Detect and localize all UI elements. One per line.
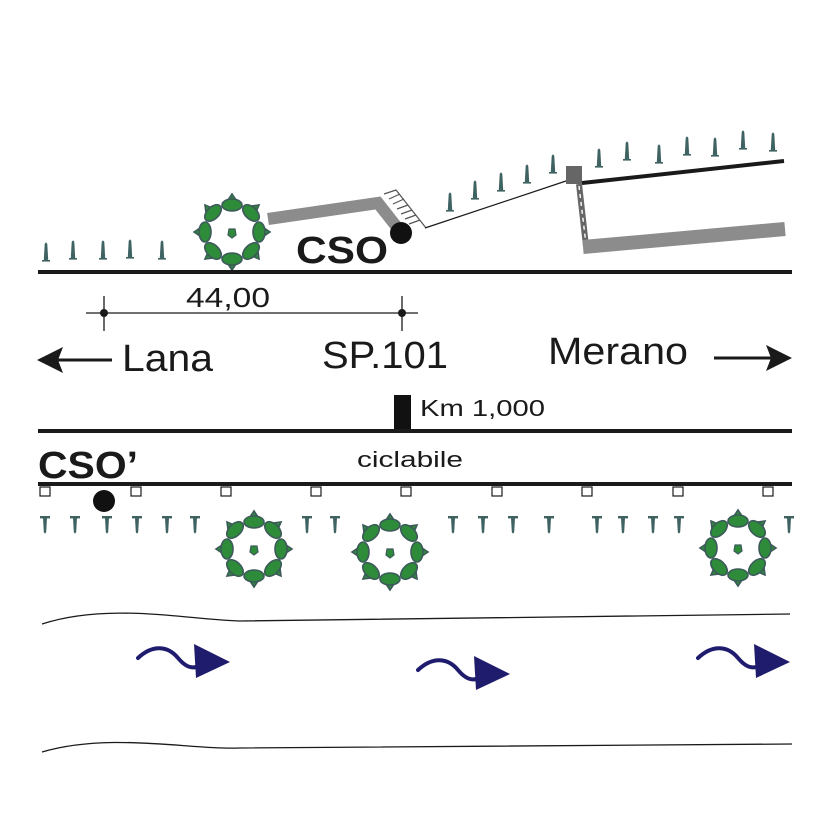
shrub-icon — [711, 137, 719, 157]
road-name-label: SP.101 — [322, 335, 448, 377]
upper-road-edge — [581, 159, 785, 185]
shrub-icon — [769, 132, 777, 152]
shrub-icon — [446, 192, 454, 212]
monitoring-point-icon — [390, 222, 412, 244]
tree-crown-icon — [193, 193, 271, 271]
cso-label: CSO — [296, 230, 388, 272]
shrub-icon — [42, 242, 50, 262]
shrub-icon — [595, 148, 603, 168]
monitoring-point-icon — [93, 490, 115, 512]
fence-posts — [39, 486, 774, 497]
shrub-icon — [549, 154, 557, 174]
hatched-structure — [383, 189, 427, 229]
shrub-icon — [126, 239, 134, 259]
flow-arrow-icon — [696, 642, 792, 680]
shrub-icon — [674, 516, 684, 534]
shrub-icon — [99, 240, 107, 260]
shrub-icon — [70, 516, 80, 534]
river-bank-top — [41, 612, 791, 625]
tree-crown-icon — [351, 513, 429, 591]
shrub-icon — [132, 516, 142, 534]
shrub-icon — [592, 516, 602, 534]
shrub-icon — [162, 516, 172, 534]
shrub-icon — [683, 136, 691, 156]
bike-path-label: ciclabile — [357, 447, 463, 472]
km-marker-post — [394, 395, 411, 431]
tree-crown-icon — [699, 509, 777, 587]
post-structure — [566, 166, 582, 184]
arrow-left-icon — [37, 347, 112, 373]
shrub-icon — [302, 516, 312, 534]
shrub-icon — [618, 516, 628, 534]
shrub-icon — [648, 516, 658, 534]
upper-left-shrubs — [42, 239, 166, 262]
shrub-icon — [40, 516, 50, 534]
flow-arrow-icon — [136, 642, 232, 680]
slope-line — [424, 180, 567, 229]
shrub-icon — [471, 180, 479, 200]
shrub-icon — [739, 130, 747, 150]
shrub-icon — [330, 516, 340, 534]
shrub-icon — [69, 240, 77, 260]
lana-label: Lana — [122, 338, 214, 380]
distance-label: 44,00 — [186, 282, 270, 313]
shrub-icon — [190, 516, 200, 534]
merano-label: Merano — [548, 331, 688, 373]
tree-crown-icon — [215, 510, 293, 588]
lower-wall — [582, 222, 786, 254]
shrub-icon — [102, 516, 112, 534]
km-marker-label: Km 1,000 — [420, 395, 545, 421]
shrub-icon — [655, 144, 663, 164]
shrub-icon — [478, 516, 488, 534]
cso-prime-label: CSO’ — [38, 445, 138, 487]
flow-arrow-icon — [416, 654, 512, 692]
shrub-icon — [544, 516, 554, 534]
shrub-icon — [784, 516, 794, 534]
shrub-icon — [508, 516, 518, 534]
shrub-icon — [523, 164, 531, 184]
shrub-icon — [158, 240, 166, 260]
shrub-icon — [623, 141, 631, 161]
shrub-icon — [497, 172, 505, 192]
upper-right-shrubs — [446, 130, 777, 212]
arrow-right-icon — [714, 345, 792, 371]
river-bank-bottom — [41, 741, 793, 753]
shrub-icon — [448, 516, 458, 534]
